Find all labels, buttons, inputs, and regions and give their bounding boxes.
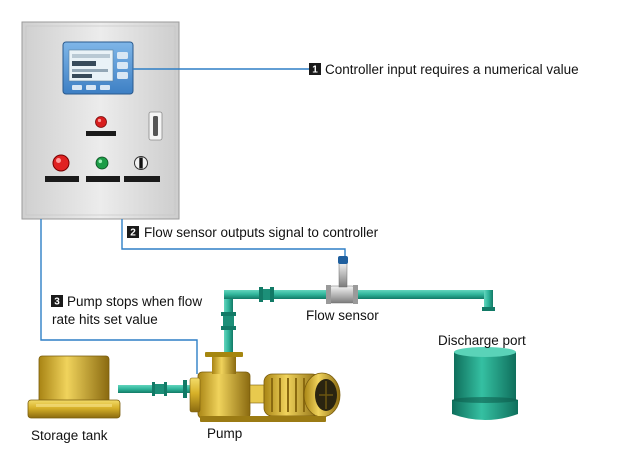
pump — [189, 352, 341, 422]
pump-control-line — [40, 219, 198, 374]
sensor-signal-line — [121, 219, 346, 258]
discharge-port-tank — [452, 347, 518, 420]
callout-3-badge — [51, 295, 63, 307]
storage-tank — [27, 355, 121, 419]
callout-1-badge — [309, 63, 321, 75]
callout-2-number: 2 — [130, 228, 136, 239]
suction-pipe — [118, 380, 194, 398]
callout-3-line-2: rate hits set value — [52, 312, 158, 327]
controller-cabinet — [21, 21, 180, 220]
pump-label: Pump — [207, 426, 242, 441]
emergency-stop-button — [45, 154, 79, 182]
controller-screen-icon — [62, 41, 134, 95]
callout-2-badge — [127, 226, 139, 238]
selector-switch-icon — [124, 156, 160, 182]
flow-sensor — [326, 256, 358, 304]
callout-3-number: 3 — [54, 297, 60, 308]
signal-lines — [40, 68, 346, 374]
indicator-lamp-icon — [86, 156, 120, 182]
callout-3-line-1: Pump stops when flow — [67, 294, 202, 309]
storage-tank-label: Storage tank — [31, 428, 108, 443]
callout-1: 1 Controller input requires a numerical … — [309, 62, 579, 77]
callout-1-text: Controller input requires a numerical va… — [325, 62, 579, 77]
discharge-port-label: Discharge port — [438, 333, 526, 348]
callout-2: 2 Flow sensor outputs signal to controll… — [127, 225, 379, 240]
callout-2-text: Flow sensor outputs signal to controller — [144, 225, 379, 240]
indicator-lamp-icon — [86, 116, 116, 136]
flow-sensor-label: Flow sensor — [306, 308, 379, 323]
callout-3: 3 Pump stops when flow rate hits set val… — [51, 294, 202, 327]
door-handle — [148, 111, 163, 141]
callout-1-number: 1 — [312, 65, 318, 76]
